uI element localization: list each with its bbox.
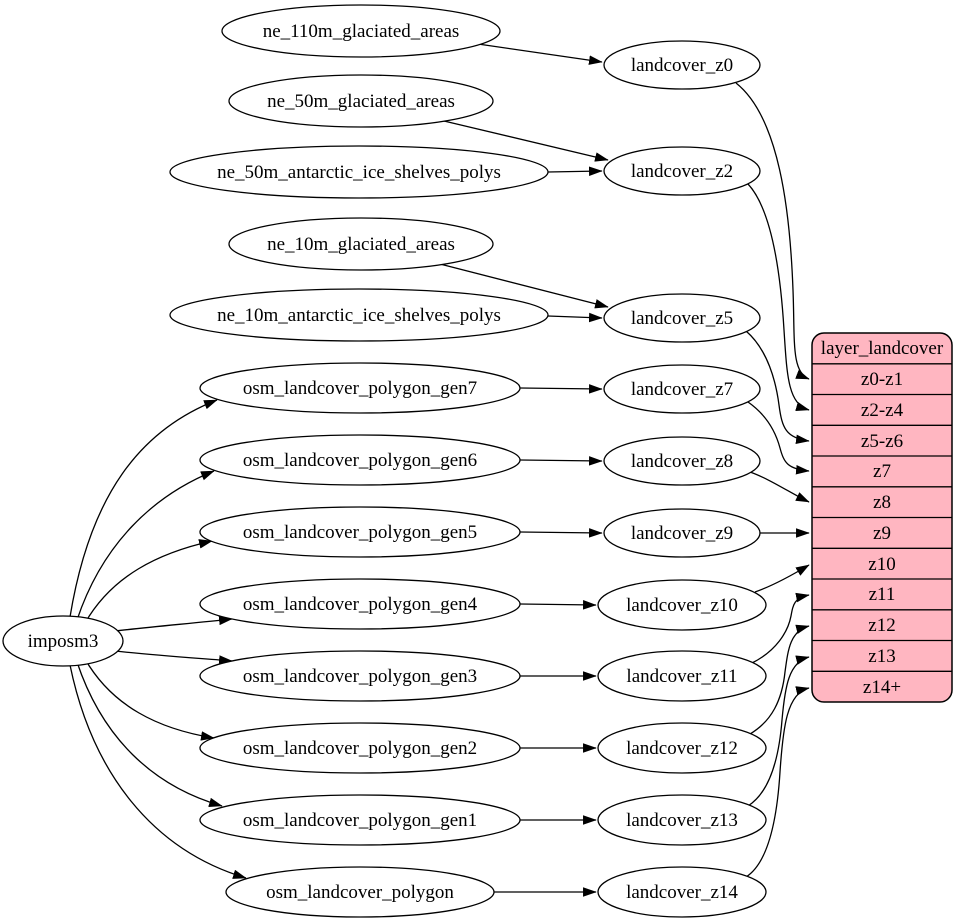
svg-text:osm_landcover_polygon_gen4: osm_landcover_polygon_gen4 (243, 594, 478, 615)
table-row-z12: z12 (868, 615, 895, 636)
node-landcover-z11: landcover_z11 (597, 650, 767, 702)
edge-imposm3-to-gen7 (69, 399, 218, 618)
edge-z13-to-row-z13 (747, 655, 810, 807)
node-imposm3: imposm3 (2, 615, 124, 667)
node-osm-landcover-polygon-gen3: osm_landcover_polygon_gen3 (199, 650, 521, 702)
edge-imposm3-to-polygon (69, 664, 247, 879)
svg-text:ne_110m_glaciated_areas: ne_110m_glaciated_areas (263, 21, 460, 42)
svg-text:osm_landcover_polygon_gen2: osm_landcover_polygon_gen2 (243, 738, 477, 759)
table-row-z11: z11 (869, 584, 896, 605)
svg-text:osm_landcover_polygon_gen6: osm_landcover_polygon_gen6 (243, 450, 477, 471)
table-layer-landcover: layer_landcover z0-z1 z2-z4 z5-z6 z7 z8 … (811, 332, 953, 703)
edge-z12-to-row-z12 (749, 624, 810, 735)
node-landcover-z0: landcover_z0 (603, 40, 761, 90)
table-row-z8: z8 (873, 492, 891, 513)
edge-ne10m-to-z5 (439, 263, 609, 309)
node-landcover-z10: landcover_z10 (597, 579, 767, 631)
svg-text:ne_10m_antarctic_ice_shelves_p: ne_10m_antarctic_ice_shelves_polys (217, 305, 501, 326)
node-landcover-z9: landcover_z9 (603, 508, 761, 558)
table-row-z10: z10 (868, 554, 895, 575)
table-row-z14plus: z14+ (863, 677, 901, 698)
node-ne-10m-glaciated-areas: ne_10m_glaciated_areas (228, 217, 494, 271)
node-landcover-z14: landcover_z14 (597, 866, 767, 918)
edge-ne50m-to-z2 (443, 120, 609, 162)
svg-text:osm_landcover_polygon_gen5: osm_landcover_polygon_gen5 (243, 522, 477, 543)
edge-imposm3-to-gen3 (114, 650, 233, 665)
node-osm-landcover-polygon-gen5: osm_landcover_polygon_gen5 (199, 506, 521, 558)
edges-layer (69, 43, 810, 897)
svg-text:landcover_z9: landcover_z9 (631, 523, 733, 544)
node-osm-landcover-polygon-gen2: osm_landcover_polygon_gen2 (199, 722, 521, 774)
node-ne-50m-antarctic-ice-shelves-polys: ne_50m_antarctic_ice_shelves_polys (169, 145, 549, 199)
svg-text:landcover_z7: landcover_z7 (631, 379, 733, 400)
edge-ne50m-ant-to-z2 (547, 166, 603, 177)
edge-z10-to-row-z10 (754, 564, 810, 593)
svg-text:landcover_z11: landcover_z11 (626, 666, 737, 687)
edge-gen7-to-z7 (519, 384, 603, 394)
svg-text:osm_landcover_polygon_gen3: osm_landcover_polygon_gen3 (243, 666, 477, 687)
edge-gen5-to-z9 (519, 528, 603, 538)
node-landcover-z5: landcover_z5 (603, 293, 761, 343)
edge-imposm3-to-gen5 (84, 539, 213, 624)
node-ne-110m-glaciated-areas: ne_110m_glaciated_areas (221, 4, 501, 58)
svg-text:ne_10m_glaciated_areas: ne_10m_glaciated_areas (267, 234, 455, 255)
table-row-z13: z13 (868, 646, 895, 667)
node-landcover-z12: landcover_z12 (597, 722, 767, 774)
node-landcover-z7: landcover_z7 (603, 364, 761, 414)
node-osm-landcover-polygon-gen4: osm_landcover_polygon_gen4 (199, 578, 521, 630)
svg-text:landcover_z0: landcover_z0 (631, 55, 733, 76)
edge-z0-to-row-z0-z1 (735, 82, 810, 380)
node-osm-landcover-polygon-gen7: osm_landcover_polygon_gen7 (199, 362, 521, 414)
svg-text:imposm3: imposm3 (28, 631, 99, 652)
svg-text:landcover_z12: landcover_z12 (626, 738, 738, 759)
edge-z7-to-row-z7 (747, 401, 810, 475)
svg-text:osm_landcover_polygon_gen7: osm_landcover_polygon_gen7 (243, 378, 477, 399)
node-osm-landcover-polygon-gen1: osm_landcover_polygon_gen1 (199, 794, 521, 846)
svg-text:landcover_z13: landcover_z13 (626, 810, 738, 831)
edge-ne10m-ant-to-z5 (547, 312, 603, 323)
node-landcover-z8: landcover_z8 (603, 436, 761, 486)
edge-gen6-to-z8 (519, 456, 603, 466)
nodes-layer: imposm3 ne_110m_glaciated_areas ne_50m_g… (2, 4, 767, 918)
table-row-z7: z7 (873, 461, 891, 482)
table-row-z9: z9 (873, 523, 891, 544)
svg-text:ne_50m_antarctic_ice_shelves_p: ne_50m_antarctic_ice_shelves_polys (217, 162, 501, 183)
node-landcover-z13: landcover_z13 (597, 794, 767, 846)
node-osm-landcover-polygon-gen6: osm_landcover_polygon_gen6 (199, 434, 521, 486)
edge-imposm3-to-gen2 (84, 658, 215, 741)
edge-imposm3-to-gen6 (76, 470, 215, 621)
edge-z2-to-row-z2-z4 (747, 183, 810, 412)
svg-text:landcover_z5: landcover_z5 (631, 308, 733, 329)
table-title: layer_landcover (821, 338, 944, 359)
svg-text:ne_50m_glaciated_areas: ne_50m_glaciated_areas (267, 91, 455, 112)
table-row-z0-z1: z0-z1 (861, 369, 903, 390)
edge-z5-to-row-z5-z6 (745, 330, 810, 445)
svg-text:osm_landcover_polygon: osm_landcover_polygon (266, 882, 454, 903)
table-row-z5-z6: z5-z6 (861, 431, 903, 452)
svg-text:landcover_z8: landcover_z8 (631, 451, 733, 472)
svg-text:landcover_z2: landcover_z2 (631, 161, 733, 182)
node-osm-landcover-polygon: osm_landcover_polygon (225, 866, 495, 918)
node-ne-10m-antarctic-ice-shelves-polys: ne_10m_antarctic_ice_shelves_polys (169, 288, 549, 342)
edge-gen4-to-z10 (519, 600, 597, 610)
edge-imposm3-to-gen4 (114, 615, 233, 632)
table-row-z2-z4: z2-z4 (861, 400, 904, 421)
edge-ne110m-to-z0 (477, 43, 603, 65)
edge-z8-to-row-z8 (749, 471, 810, 503)
node-landcover-z2: landcover_z2 (603, 146, 761, 196)
node-ne-50m-glaciated-areas: ne_50m_glaciated_areas (228, 74, 494, 128)
edge-imposm3-to-gen1 (76, 661, 223, 808)
svg-text:landcover_z10: landcover_z10 (626, 595, 738, 616)
edge-z11-to-row-z11 (751, 592, 810, 664)
edge-z14-to-row-z14plus (745, 686, 810, 878)
svg-text:landcover_z14: landcover_z14 (626, 882, 738, 903)
svg-text:osm_landcover_polygon_gen1: osm_landcover_polygon_gen1 (243, 810, 477, 831)
